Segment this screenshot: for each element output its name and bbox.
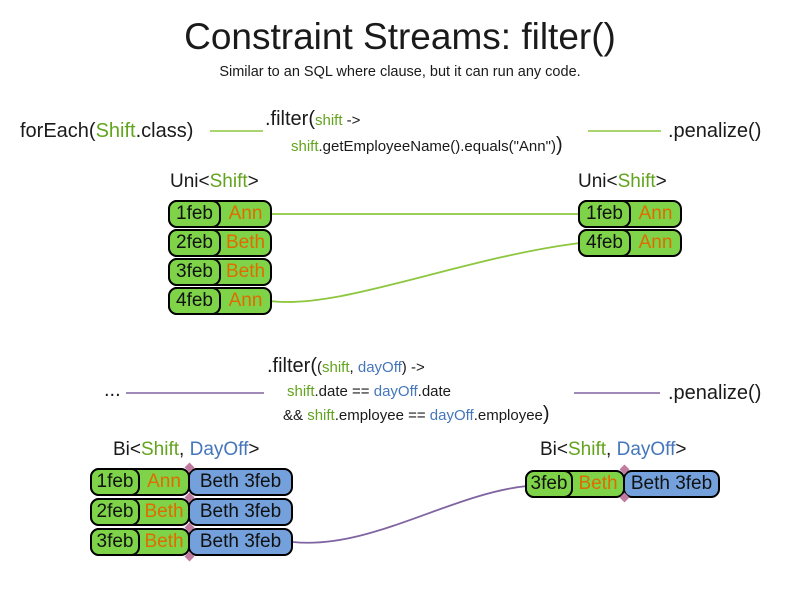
filter-1-line-1: .filter(shift -> (265, 107, 563, 133)
line2-param2: dayOff (373, 383, 418, 400)
date-cell: 1feb (578, 200, 631, 228)
line2-end: .date (417, 383, 452, 400)
filter-2-method: .filter( (267, 355, 317, 377)
bi-right-comma: , (606, 439, 617, 460)
date-cell: 2feb (168, 229, 221, 257)
uni-right-type: Shift (617, 171, 656, 192)
date-cell: 3feb (90, 528, 140, 556)
employee-cell: Beth (578, 473, 618, 494)
uni-label-right: Uni<Shift> (578, 171, 667, 193)
bi-right-type1: Shift (568, 439, 607, 460)
shift-row: 3feb Beth (168, 258, 272, 286)
bi-left-post: > (248, 439, 260, 460)
code-ellipsis: ... (104, 379, 121, 401)
employee-cell: Ann (147, 471, 181, 492)
employee-cell: Ann (228, 290, 263, 311)
shift-row: 4feb Ann (168, 287, 272, 315)
filter-2-close: ) (401, 359, 407, 376)
bi-left-comma: , (179, 439, 190, 460)
uni-left-pre: Uni< (170, 171, 210, 192)
date-cell: 3feb (168, 258, 221, 286)
line3-param1: shift (307, 407, 335, 424)
filter-2-param2: dayOff (357, 359, 402, 376)
date-cell: 1feb (90, 468, 140, 496)
foreach-post: .class) (135, 120, 194, 142)
code-filter-2: .filter((shift, dayOff) -> shift.date ==… (267, 355, 550, 427)
filter-1-close-paren: ) (555, 134, 563, 156)
code-foreach: forEach(Shift.class) (20, 119, 193, 143)
employee-cell: Beth (144, 501, 184, 522)
filter-2-arrow: -> (406, 359, 425, 376)
uni-right-post: > (655, 171, 667, 192)
subtitle: Similar to an SQL where clause, but it c… (219, 64, 581, 80)
date-cell: 3feb (525, 470, 573, 498)
line3-mid: .employee == (334, 407, 430, 424)
bi-label-right: Bi<Shift, DayOff> (540, 439, 686, 461)
filter-2-line-2: shift.date == dayOff.date (267, 379, 550, 403)
employee-cell: Ann (638, 232, 673, 253)
filter-1-method: .filter( (265, 108, 315, 130)
uni-left-post: > (247, 171, 259, 192)
bi-left-pre: Bi< (113, 439, 141, 460)
dayoff-cell: Beth 3feb (623, 470, 720, 498)
code-penalize-1: .penalize() (668, 120, 762, 142)
shift-part: 1feb Ann (90, 468, 190, 496)
dayoff-cell: Beth 3feb (188, 498, 293, 526)
line3-start: && (283, 407, 308, 424)
dayoff-cell: Beth 3feb (188, 528, 293, 556)
bi-left-type2: DayOff (189, 439, 249, 460)
shift-row: 2feb Beth (168, 229, 272, 257)
filter-1-line-2: shift.getEmployeeName().equals("Ann")) (265, 133, 563, 159)
filter-1-arrow: -> (342, 112, 361, 129)
page-title: Constraint Streams: filter() (184, 16, 616, 57)
foreach-class: Shift (95, 120, 136, 142)
bi-label-left: Bi<Shift, DayOff> (113, 439, 259, 461)
employee-cell: Beth (144, 531, 184, 552)
bi-right-type2: DayOff (616, 439, 676, 460)
employee-cell: Ann (228, 203, 263, 224)
employee-cell: Beth (225, 261, 266, 282)
shift-row: 1feb Ann (578, 200, 682, 228)
uni-left-type: Shift (209, 171, 248, 192)
date-cell: 1feb (168, 200, 221, 228)
uni-label-left: Uni<Shift> (170, 171, 259, 193)
filter-2-comma: , (349, 359, 358, 376)
dayoff-cell: Beth 3feb (188, 468, 293, 496)
filter-2-line-1: .filter((shift, dayOff) -> (267, 355, 550, 379)
filter-1-body-param: shift (291, 138, 319, 155)
line3-param2: dayOff (429, 407, 474, 424)
date-cell: 2feb (90, 498, 140, 526)
uni-right-pre: Uni< (578, 171, 618, 192)
employee-cell: Ann (638, 203, 673, 224)
foreach-pre: forEach( (20, 120, 96, 142)
filter-2-open: ( (317, 359, 322, 376)
line3-end: .employee (473, 407, 543, 424)
shift-row: 4feb Ann (578, 229, 682, 257)
code-penalize-2: .penalize() (668, 382, 762, 404)
employee-cell: Beth (225, 232, 266, 253)
line3-close-paren: ) (542, 403, 550, 425)
line2-mid: .date == (314, 383, 374, 400)
filter-1-body: .getEmployeeName().equals("Ann") (318, 138, 556, 155)
filter-2-line-3: && shift.employee == dayOff.employee) (267, 403, 550, 427)
code-filter-1: .filter(shift -> shift.getEmployeeName()… (265, 107, 563, 159)
line2-param1: shift (287, 383, 315, 400)
date-cell: 4feb (578, 229, 631, 257)
bi-right-post: > (675, 439, 687, 460)
date-cell: 4feb (168, 287, 221, 315)
bi-right-pre: Bi< (540, 439, 568, 460)
shift-row: 1feb Ann (168, 200, 272, 228)
bi-left-type1: Shift (141, 439, 180, 460)
filter-1-param: shift (315, 112, 343, 129)
filter-2-param1: shift (322, 359, 350, 376)
bi-row: 1feb Ann Beth 3feb (90, 468, 293, 496)
